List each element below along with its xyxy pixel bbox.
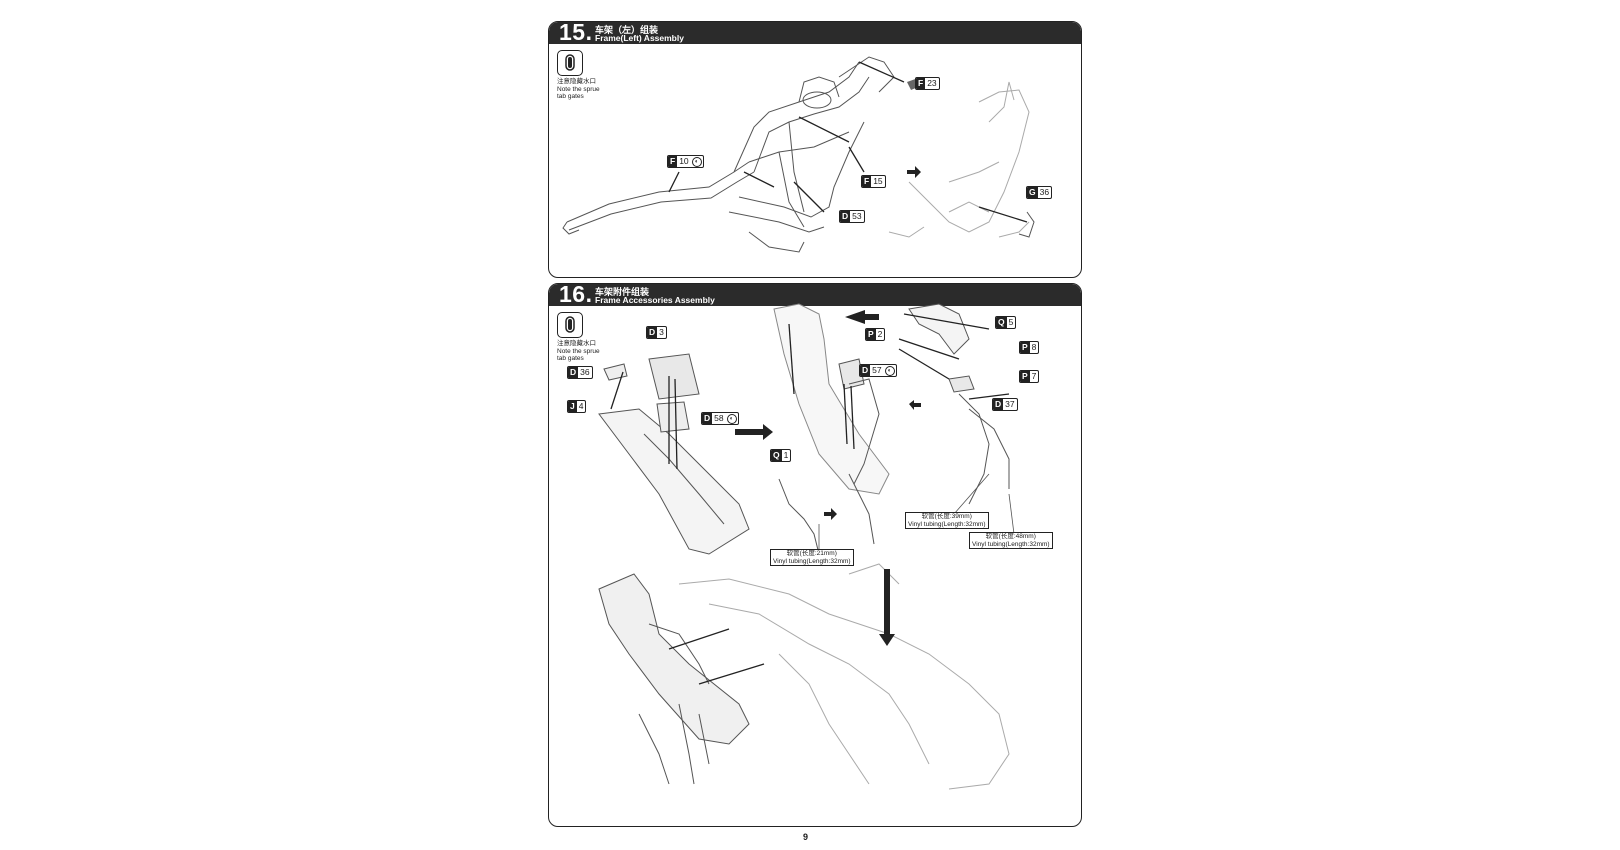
step-title-zh: 车架（左）组装 bbox=[595, 25, 659, 35]
frame-accessories-illustration bbox=[598, 303, 1015, 790]
step-arrow bbox=[909, 400, 921, 410]
tubing-note-39mm: 软管(长度:39mm)Vinyl tubing(Length:32mm) bbox=[905, 512, 989, 529]
step-arrow bbox=[824, 508, 837, 520]
step-title-zh: 车架附件组装 bbox=[595, 287, 650, 297]
step-16-panel: 16. 车架附件组装 Frame Accessories Assembly 注意… bbox=[548, 283, 1082, 827]
sprue-gate-icon bbox=[557, 50, 583, 76]
tubing-note-21mm: 软管(长度:21mm)Vinyl tubing(Length:32mm) bbox=[770, 549, 854, 566]
page-number: 9 bbox=[803, 832, 809, 842]
step-arrow bbox=[907, 166, 921, 178]
step-arrow bbox=[845, 310, 879, 324]
step-title-en: Frame(Left) Assembly bbox=[595, 33, 684, 43]
step-title-en: Frame Accessories Assembly bbox=[595, 295, 715, 305]
frame-left-illustration bbox=[562, 56, 1035, 253]
step-arrow bbox=[879, 569, 895, 646]
step-number: 15. bbox=[559, 21, 593, 45]
step-number: 16. bbox=[559, 283, 593, 307]
step-arrow bbox=[735, 424, 773, 440]
sprue-gate-icon bbox=[557, 312, 583, 338]
step-15-header: 15. 车架（左）组装 Frame(Left) Assembly bbox=[549, 21, 1081, 45]
step-16-header: 16. 车架附件组装 Frame Accessories Assembly bbox=[549, 283, 1081, 307]
tubing-note-48mm: 软管(长度:48mm)Vinyl tubing(Length:32mm) bbox=[969, 532, 1053, 549]
